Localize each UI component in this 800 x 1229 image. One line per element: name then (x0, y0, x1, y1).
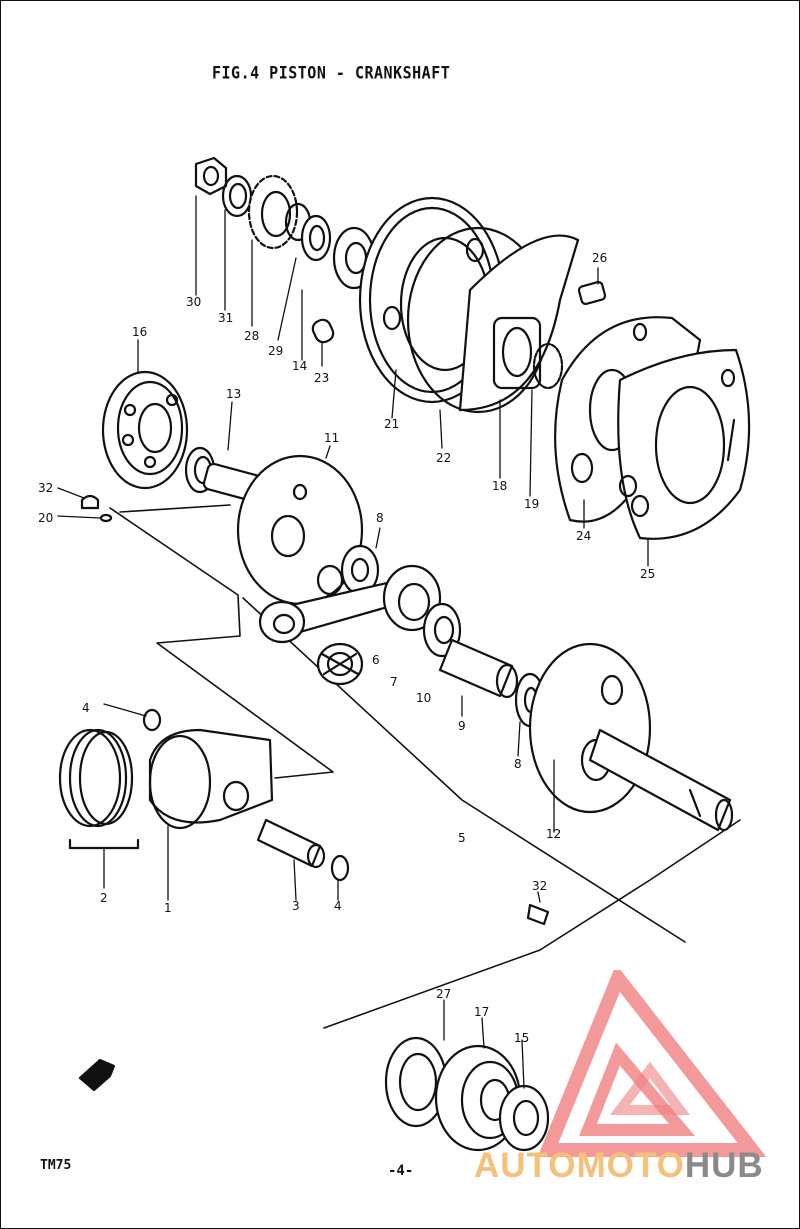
piston (148, 728, 274, 830)
piston-pin-clip (142, 708, 162, 732)
part-label: 24 (576, 529, 591, 543)
part-label: 12 (546, 827, 561, 841)
piston-rings (58, 728, 140, 850)
part-label: 29 (268, 344, 283, 358)
nut (194, 156, 228, 196)
part-label: 5 (458, 831, 466, 845)
part-label: 26 (592, 251, 607, 265)
part-label: 4 (334, 899, 342, 913)
front-arrow-icon (78, 1058, 116, 1092)
piston-pin-clip-2 (330, 854, 350, 882)
part-label: 4 (82, 701, 90, 715)
part-label: 19 (524, 497, 539, 511)
figure-title: FIG.4 PISTON - CRANKSHAFT (212, 63, 451, 83)
crank-pin (438, 638, 519, 699)
part-label: 32 (38, 481, 53, 495)
part-number-labels: 30 31 28 29 14 23 21 22 18 19 26 24 25 1… (38, 251, 655, 1045)
part-label: 30 (186, 295, 201, 309)
dowel-pin (311, 318, 335, 344)
part-label: 7 (390, 675, 398, 689)
connecting-rod (258, 564, 442, 644)
crankshaft-left-half (202, 454, 364, 606)
lower-oil-seal (498, 1084, 550, 1152)
leader-lines (57, 195, 649, 1089)
key-small (99, 513, 113, 523)
washer (221, 174, 253, 218)
part-label: 9 (458, 719, 466, 733)
part-label: 25 (640, 567, 655, 581)
watermark-text-part1: AUTOMOTO (474, 1146, 685, 1185)
part-label: 31 (218, 311, 233, 325)
part-label: 14 (292, 359, 307, 373)
oil-pump-gear (532, 342, 564, 390)
part-label: 1 (164, 901, 172, 915)
part-label: 11 (324, 431, 339, 445)
part-label: 27 (436, 987, 451, 1001)
assembly-guide-lines (109, 504, 741, 1029)
part-label: 8 (376, 511, 384, 525)
part-label: 20 (38, 511, 53, 525)
part-label: 10 (416, 691, 431, 705)
part-label: 23 (314, 371, 329, 385)
part-label: 6 (372, 653, 380, 667)
primary-gear (247, 174, 312, 250)
crankcase-cover (617, 348, 751, 540)
part-label: 22 (436, 451, 451, 465)
part-label: 18 (492, 479, 507, 493)
part-label: 16 (132, 325, 147, 339)
page-number: -4- (388, 1163, 414, 1179)
bearing-plate (458, 234, 580, 412)
part-label: 32 (532, 879, 547, 893)
part-label: 13 (226, 387, 241, 401)
watermark-logo (537, 970, 767, 1157)
part-label: 2 (100, 891, 108, 905)
part-label: 8 (514, 757, 522, 771)
model-code: TM75 (40, 1158, 72, 1173)
part-label: 15 (514, 1031, 529, 1045)
part-label: 3 (292, 899, 300, 913)
piston-pin (256, 818, 326, 869)
part-label: 28 (244, 329, 259, 343)
crankshaft-right-half (528, 642, 734, 832)
crank-bearing-left (101, 370, 189, 490)
watermark-text-part2: HUB (684, 1146, 764, 1185)
small-end-bearing (316, 642, 364, 686)
woodruff-key-lower (526, 903, 550, 926)
watermark-text: AUTOMOTOHUB (474, 1146, 764, 1186)
bolt (577, 280, 607, 306)
thrust-washer (340, 544, 380, 596)
spacer-collar (300, 214, 332, 262)
part-label: 21 (384, 417, 399, 431)
part-label: 17 (474, 1005, 489, 1019)
